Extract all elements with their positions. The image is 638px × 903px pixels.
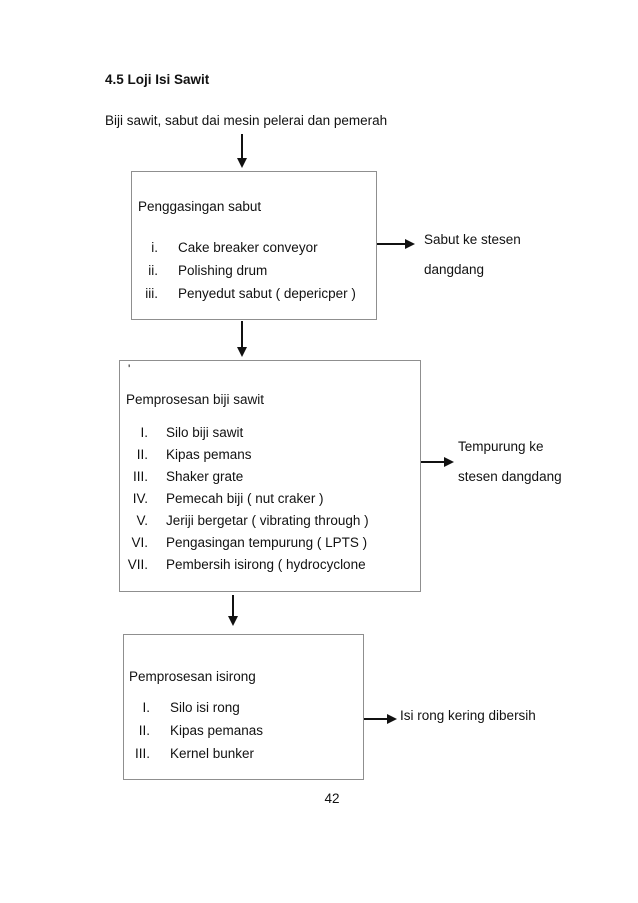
list-item-numeral: III. bbox=[132, 469, 148, 484]
list-item-numeral: V. bbox=[136, 513, 148, 528]
list-item-label: Pembersih isirong ( hydrocyclone bbox=[166, 557, 366, 572]
list-item-numeral: ii. bbox=[148, 263, 158, 278]
process-box-penggasingan-sabut: Penggasingan sabut i. Cake breaker conve… bbox=[131, 171, 377, 320]
arrow-line bbox=[364, 718, 388, 720]
output-label-line2: dangdang bbox=[424, 262, 485, 277]
list-item: iii. Penyedut sabut ( depericper ) bbox=[132, 287, 356, 301]
stray-mark: ' bbox=[128, 362, 131, 376]
list-item-numeral: IV. bbox=[132, 491, 148, 506]
list-item: VI. Pengasingan tempurung ( LPTS ) bbox=[120, 536, 369, 550]
intro-text: Biji sawit, sabut dai mesin pelerai dan … bbox=[105, 113, 388, 128]
process-step-list: i. Cake breaker conveyor ii. Polishing d… bbox=[132, 241, 356, 301]
box-title: Pemprosesan biji sawit bbox=[126, 392, 265, 407]
right-arrow-1 bbox=[377, 238, 415, 250]
right-arrow-2 bbox=[421, 456, 454, 468]
list-item-numeral: II. bbox=[138, 723, 150, 738]
box-title: Pemprosesan isirong bbox=[129, 669, 256, 684]
list-item: III. Shaker grate bbox=[120, 470, 369, 484]
list-item-label: Pemecah biji ( nut craker ) bbox=[166, 491, 324, 506]
list-item: II. Kipas pemanas bbox=[124, 724, 263, 738]
process-box-pemprosesan-biji-sawit: ' Pemprosesan biji sawit I. Silo biji sa… bbox=[119, 360, 421, 592]
arrow-line bbox=[241, 321, 243, 348]
list-item-label: Penyedut sabut ( depericper ) bbox=[178, 286, 356, 301]
output-label-line1: Tempurung ke bbox=[458, 439, 544, 454]
list-item-numeral: VI. bbox=[131, 535, 148, 550]
list-item: III. Kernel bunker bbox=[124, 747, 263, 761]
section-title: 4.5 Loji Isi Sawit bbox=[105, 72, 210, 87]
list-item: i. Cake breaker conveyor bbox=[132, 241, 356, 255]
output-label-3: Isi rong kering dibersih bbox=[400, 709, 536, 723]
arrow-line bbox=[421, 461, 445, 463]
list-item-label: Jeriji bergetar ( vibrating through ) bbox=[166, 513, 369, 528]
list-item-numeral: III. bbox=[134, 746, 150, 761]
process-step-list: I. Silo isi rong II. Kipas pemanas III. … bbox=[124, 701, 263, 761]
list-item: IV. Pemecah biji ( nut craker ) bbox=[120, 492, 369, 506]
list-item: VII. Pembersih isirong ( hydrocyclone bbox=[120, 558, 369, 572]
process-step-list: I. Silo biji sawit II. Kipas pemans III.… bbox=[120, 426, 369, 572]
list-item-label: Silo biji sawit bbox=[166, 425, 244, 440]
list-item: II. Kipas pemans bbox=[120, 448, 369, 462]
arrow-head bbox=[387, 714, 397, 724]
arrow-line bbox=[377, 243, 406, 245]
list-item-numeral: I. bbox=[142, 700, 150, 715]
list-item-numeral: II. bbox=[136, 447, 148, 462]
output-label-line1: Isi rong kering dibersih bbox=[400, 708, 536, 723]
output-label-2: Tempurung ke stesen dangdang bbox=[458, 440, 562, 484]
page-number: 42 bbox=[324, 791, 340, 806]
list-item-label: Cake breaker conveyor bbox=[178, 240, 318, 255]
arrow-head bbox=[237, 158, 247, 168]
list-item-numeral: iii. bbox=[145, 286, 158, 301]
output-label-1: Sabut ke stesen dangdang bbox=[424, 233, 521, 277]
list-item-numeral: i. bbox=[151, 240, 158, 255]
list-item-label: Pengasingan tempurung ( LPTS ) bbox=[166, 535, 368, 550]
list-item: I. Silo biji sawit bbox=[120, 426, 369, 440]
box-title: Penggasingan sabut bbox=[138, 199, 262, 214]
right-arrow-3 bbox=[364, 713, 397, 725]
output-label-line1: Sabut ke stesen bbox=[424, 232, 521, 247]
list-item-label: Shaker grate bbox=[166, 469, 244, 484]
process-box-pemprosesan-isirong: Pemprosesan isirong I. Silo isi rong II.… bbox=[123, 634, 364, 780]
list-item: ii. Polishing drum bbox=[132, 264, 356, 278]
list-item-numeral: VII. bbox=[127, 557, 148, 572]
arrow-head bbox=[405, 239, 415, 249]
list-item-label: Kipas pemans bbox=[166, 447, 252, 462]
list-item-label: Kernel bunker bbox=[170, 746, 255, 761]
list-item-label: Polishing drum bbox=[178, 263, 268, 278]
arrow-head bbox=[237, 347, 247, 357]
arrow-line bbox=[241, 134, 243, 159]
arrow-line bbox=[232, 595, 234, 617]
list-item-label: Kipas pemanas bbox=[170, 723, 264, 738]
list-item-label: Silo isi rong bbox=[170, 700, 240, 715]
down-arrow-3 bbox=[228, 595, 238, 626]
arrow-head bbox=[444, 457, 454, 467]
arrow-head bbox=[228, 616, 238, 626]
list-item-numeral: I. bbox=[140, 425, 148, 440]
list-item: I. Silo isi rong bbox=[124, 701, 263, 715]
down-arrow-1 bbox=[237, 134, 247, 168]
down-arrow-2 bbox=[237, 321, 247, 357]
list-item: V. Jeriji bergetar ( vibrating through ) bbox=[120, 513, 369, 528]
output-label-line2: stesen dangdang bbox=[458, 469, 562, 484]
